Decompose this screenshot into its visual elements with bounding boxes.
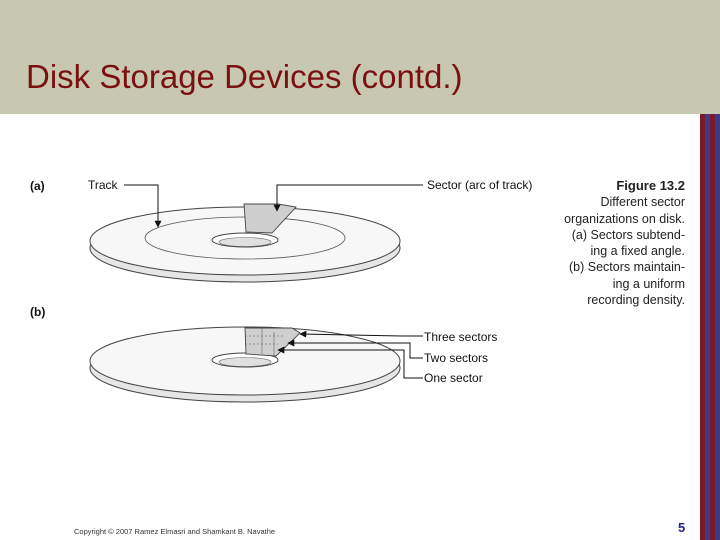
- disk-b: [89, 326, 401, 403]
- one-sector-label: One sector: [424, 371, 483, 385]
- part-a-label: (a): [30, 179, 45, 193]
- part-b-label: (b): [30, 305, 45, 319]
- side-stripe: [705, 114, 710, 540]
- three-sectors-arrow: [299, 330, 423, 338]
- caption-line: (b) Sectors maintain-: [568, 260, 685, 275]
- three-sectors-label: Three sectors: [424, 330, 497, 344]
- two-sectors-label: Two sectors: [424, 351, 488, 365]
- caption-line: ing a fixed angle.: [590, 244, 685, 259]
- track-arrow: [124, 184, 162, 228]
- sector-label: Sector (arc of track): [427, 178, 532, 192]
- slide-title: Disk Storage Devices (contd.): [26, 58, 463, 95]
- figure-caption: Figure 13.2 Different sector organizatio…: [555, 178, 685, 308]
- caption-line: organizations on disk.: [564, 211, 685, 226]
- track-label: Track: [88, 178, 119, 192]
- caption-line: ing a uniform: [612, 276, 685, 291]
- side-stripe: [715, 114, 720, 540]
- caption-line: (a) Sectors subtend-: [571, 227, 685, 242]
- disk-a: [89, 203, 401, 283]
- caption-title: Figure 13.2: [616, 178, 685, 193]
- disk-figure: (a) (b) Track Sector (arc of track) Thre…: [30, 178, 532, 403]
- two-sectors-arrow: [287, 339, 423, 359]
- header-corner: [700, 0, 720, 114]
- page-number: 5: [678, 520, 686, 535]
- side-stripe: [710, 114, 715, 540]
- one-sector-arrow: [277, 346, 423, 379]
- sector-wedge-a: [243, 203, 297, 234]
- sector-arrow: [273, 184, 423, 212]
- caption-line: recording density.: [587, 293, 685, 308]
- side-stripe: [700, 114, 705, 540]
- caption-line: Different sector: [600, 195, 685, 210]
- slide-header: [0, 0, 700, 114]
- copyright-text: Copyright © 2007 Ramez Elmasri and Shamk…: [74, 527, 276, 536]
